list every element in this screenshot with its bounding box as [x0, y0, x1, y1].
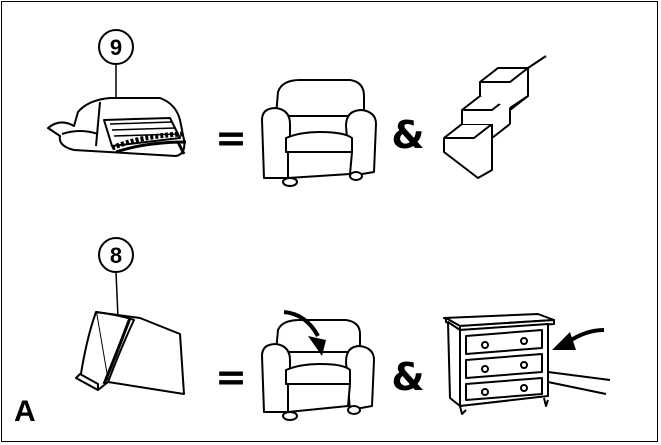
- callout-8: 8: [98, 237, 134, 319]
- upholstery-tool-icon: [47, 97, 187, 157]
- callout-number-9: 9: [110, 35, 122, 60]
- arrow-icon: [283, 310, 326, 356]
- equals-sign: =: [215, 355, 247, 399]
- armchair-icon: [261, 79, 377, 187]
- crevice-tool-icon: [75, 311, 185, 395]
- ampersand-sign: &: [391, 113, 424, 157]
- arrow-icon: [552, 328, 605, 350]
- dresser-gap-icon: [443, 313, 611, 415]
- ampersand-sign: &: [391, 355, 424, 399]
- panel-label: A: [14, 395, 36, 428]
- equals-sign: =: [215, 116, 247, 160]
- staircase-icon: [443, 55, 547, 179]
- callout-number-8: 8: [110, 243, 122, 268]
